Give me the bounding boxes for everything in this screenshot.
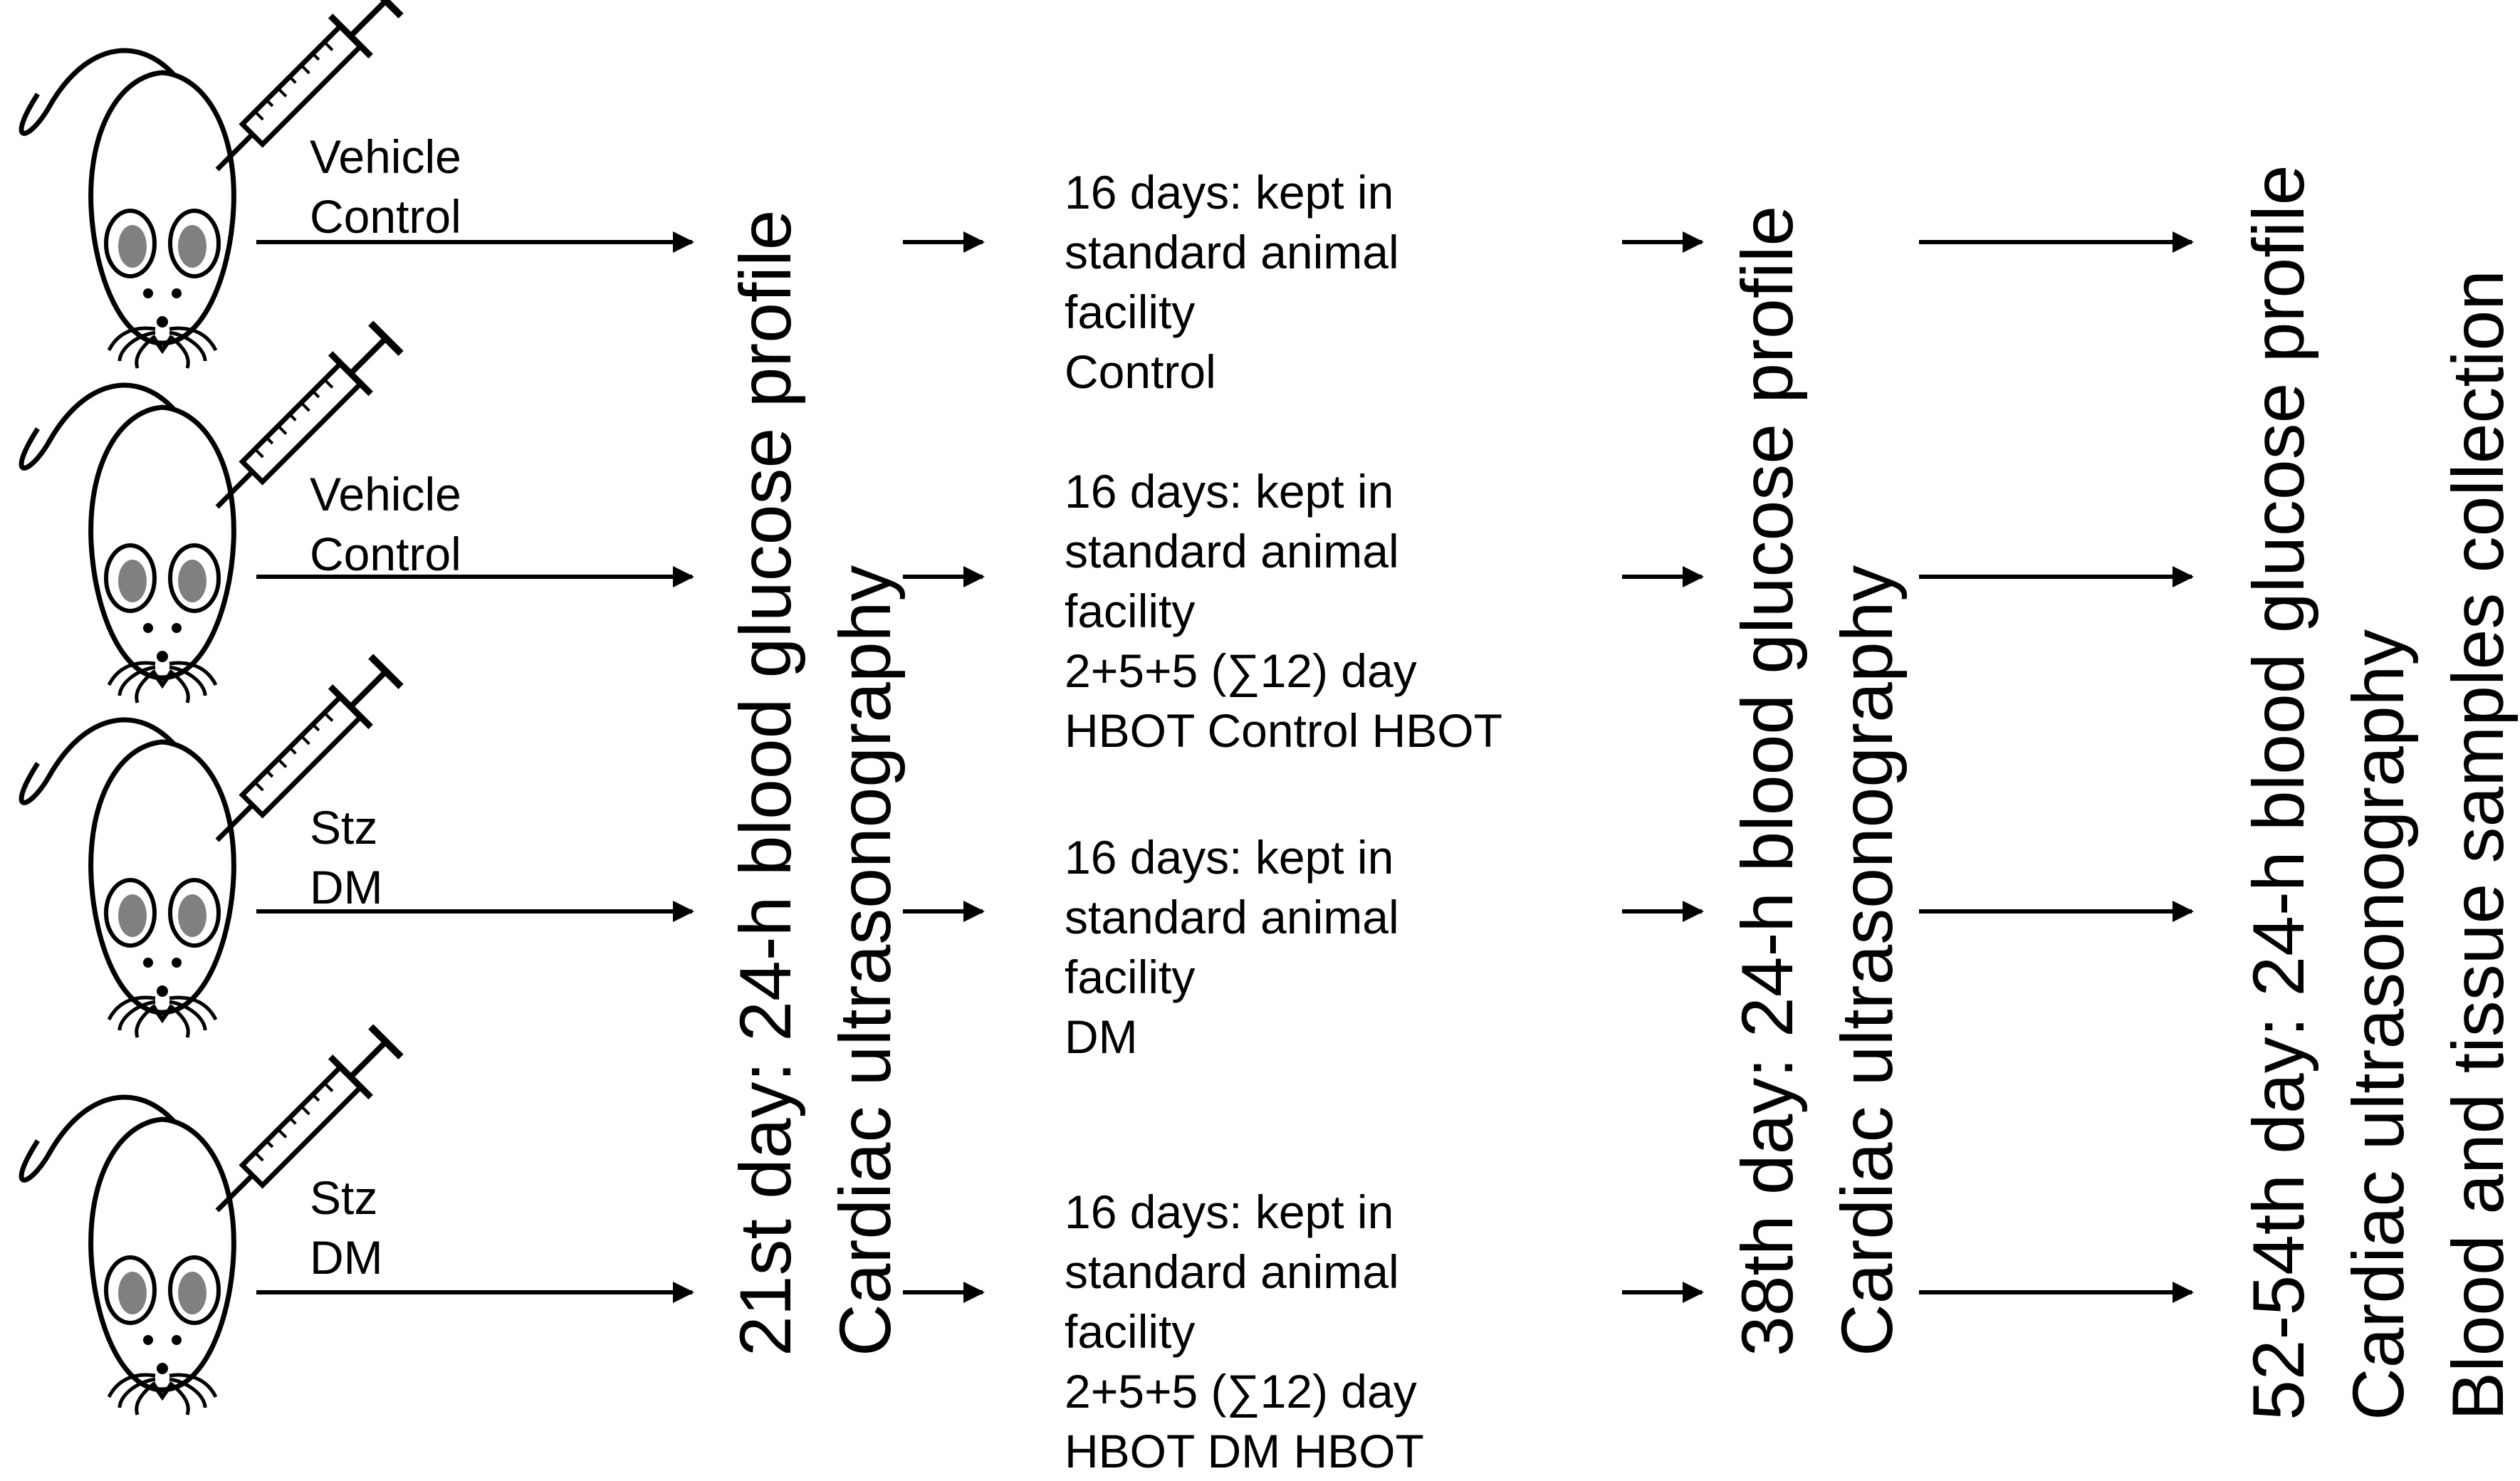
timepoint-line: Cardiac ultrasonography <box>825 565 906 1356</box>
period-description: 16 days: kept in standard animal facilit… <box>1065 1182 1424 1481</box>
injection-label: Vehicle <box>310 130 461 183</box>
description-line: standard animal <box>1065 891 1399 943</box>
timepoint-line: 52-54th day: 24-h blood glucose profile <box>2238 164 2319 1420</box>
description-line: DM <box>1065 1010 1138 1063</box>
timepoint-line: Cardiac ultrasonography <box>2338 629 2419 1420</box>
timepoint-line: Blood and tissue samples collection <box>2437 270 2519 1420</box>
period-description: 16 days: kept in standard animal facilit… <box>1065 461 1502 760</box>
period-description: 16 days: kept in standard animal facilit… <box>1065 162 1399 402</box>
group-label: DM <box>310 861 383 914</box>
mouse-icon <box>21 51 234 368</box>
timepoint-day52: 52-54th day: 24-h blood glucose profile … <box>2229 164 2520 1420</box>
mouse-icon <box>21 720 234 1037</box>
row-hbot-dm-group <box>21 1022 2194 1415</box>
description-line: standard animal <box>1065 1245 1399 1298</box>
period-description: 16 days: kept in standard animal facilit… <box>1065 827 1399 1067</box>
description-line: 2+5+5 (∑12) day <box>1065 1365 1417 1418</box>
mouse-icon <box>21 1097 234 1415</box>
description-line: 16 days: kept in <box>1065 1186 1394 1238</box>
timepoint-line: 21st day: 24-h blood glucose profile <box>725 209 806 1356</box>
row-control-group <box>21 0 2194 368</box>
description-line: 2+5+5 (∑12) day <box>1065 644 1417 697</box>
injection-label: Stz <box>310 801 378 854</box>
description-line: facility <box>1065 585 1196 637</box>
description-line: 16 days: kept in <box>1065 166 1394 219</box>
description-line: 16 days: kept in <box>1065 831 1394 884</box>
timepoint-day38: 38th day: 24-h blood glucose profile Car… <box>1718 206 1917 1356</box>
description-line: HBOT Control HBOT <box>1065 704 1502 757</box>
description-line: HBOT DM HBOT <box>1065 1425 1424 1477</box>
mouse-icon <box>21 385 234 703</box>
description-line: facility <box>1065 1305 1196 1358</box>
timepoint-line: 38th day: 24-h blood glucose profile <box>1727 205 1808 1356</box>
description-line: 16 days: kept in <box>1065 465 1394 518</box>
injection-label: Vehicle <box>310 468 461 520</box>
description-line: standard animal <box>1065 525 1399 577</box>
group-label: DM <box>310 1231 383 1284</box>
description-line: facility <box>1065 286 1196 338</box>
timepoint-day21: 21st day: 24-h blood glucose profile Car… <box>716 210 915 1356</box>
description-line: facility <box>1065 951 1196 1003</box>
group-label: Control <box>310 190 461 243</box>
injection-label: Stz <box>310 1171 378 1224</box>
row-hbot-control-group <box>21 318 2194 703</box>
description-line: Control <box>1065 345 1216 398</box>
timepoint-line: Cardiac ultrasonography <box>1826 565 1908 1356</box>
group-label: Control <box>310 528 461 580</box>
row-dm-group <box>21 651 2194 1037</box>
description-line: standard animal <box>1065 226 1399 278</box>
